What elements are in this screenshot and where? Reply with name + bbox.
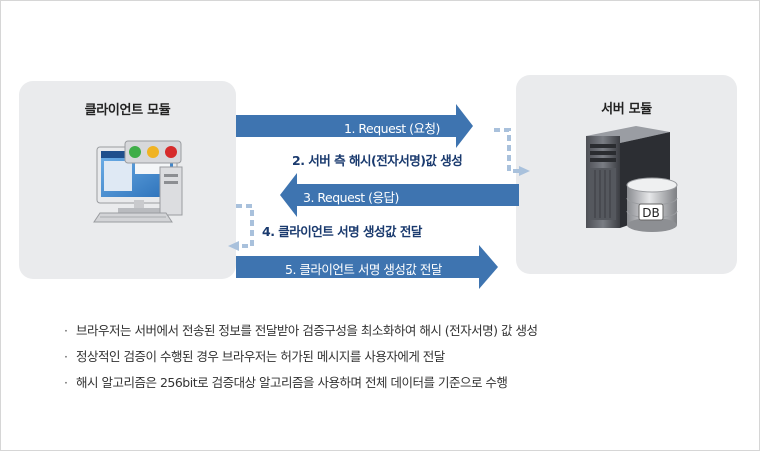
step4-dashed-arrow — [236, 204, 254, 248]
db-label: DB — [642, 206, 659, 220]
step2-dashed-arrow — [494, 128, 520, 173]
note-text: 해시 알고리즘은 256bit로 검증대상 알고리즘을 사용하며 전체 데이터를… — [76, 375, 508, 390]
notes-list: ·브라우저는 서버에서 전송된 정보를 전달받아 검증구성을 최소화하여 해시 … — [64, 322, 538, 400]
note-text: 브라우저는 서버에서 전송된 정보를 전달받아 검증구성을 최소화하여 해시 (… — [76, 323, 538, 338]
step5-label: 5. 클라이언트 서명 생성값 전달 — [285, 262, 442, 277]
desktop-computer-icon — [93, 140, 183, 223]
step2-label: 2. 서버 측 해시(전자서명)값 생성 — [292, 153, 463, 168]
client-module-title: 클라이언트 모듈 — [84, 103, 171, 118]
note-item: ·해시 알고리즘은 256bit로 검증대상 알고리즘을 사용하며 전체 데이터… — [64, 375, 508, 390]
client-module-panel: 클라이언트 모듈 — [19, 81, 236, 279]
step1-arrow — [236, 104, 473, 148]
server-module-panel: 서버 모듈 — [516, 75, 737, 274]
note-text: 정상적인 검증이 수행된 경우 브라우저는 허가된 메시지를 사용자에게 전달 — [76, 349, 445, 364]
step1-label: 1. Request (요청) — [344, 121, 440, 136]
database-icon: DB — [626, 177, 678, 232]
server-module-title: 서버 모듈 — [601, 102, 652, 117]
step4-arrowhead — [228, 241, 239, 251]
step2-arrowhead — [519, 166, 530, 176]
note-item: ·브라우저는 서버에서 전송된 정보를 전달받아 검증구성을 최소화하여 해시 … — [64, 323, 538, 338]
note-item: ·정상적인 검증이 수행된 경우 브라우저는 허가된 메시지를 사용자에게 전달 — [64, 349, 445, 364]
step3-label: 3. Request (응답) — [303, 190, 399, 205]
step5-arrow — [236, 245, 498, 289]
step4-label: 4. 클라이언트 서명 생성값 전달 — [262, 224, 422, 239]
step3-arrow — [280, 173, 519, 217]
